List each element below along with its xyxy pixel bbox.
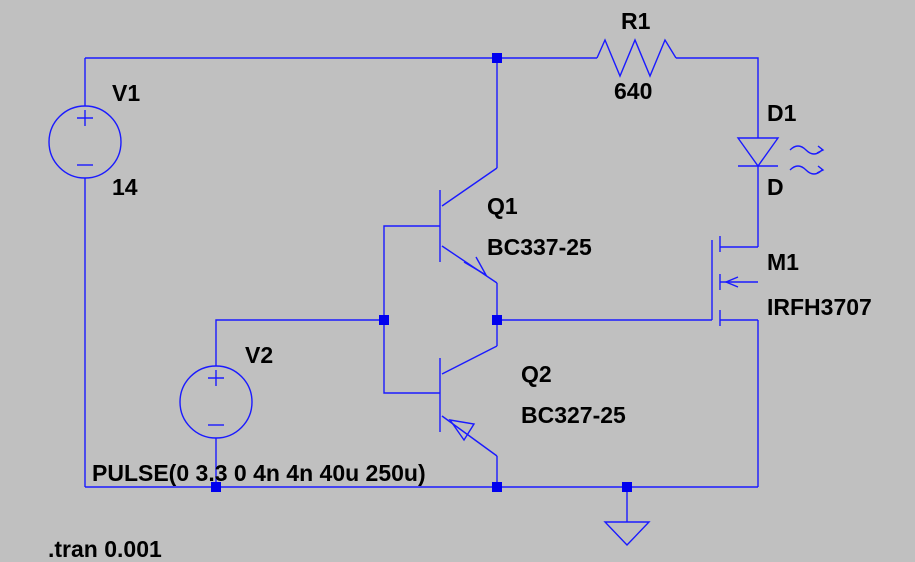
- junction-dot: [622, 482, 632, 492]
- q2-pnp-symbol[interactable]: [439, 345, 498, 457]
- dc-voltage-source-icon: [48, 105, 122, 179]
- ground-symbol[interactable]: [603, 521, 651, 547]
- q1-npn-symbol[interactable]: [439, 167, 498, 284]
- v2-source-symbol[interactable]: [179, 365, 253, 439]
- plus-sign-icon: [77, 110, 93, 126]
- m1-nmos-symbol[interactable]: [711, 236, 758, 326]
- r1-value-label[interactable]: 640: [614, 78, 653, 104]
- junction-dot: [492, 315, 502, 325]
- v1-ref-label[interactable]: V1: [112, 80, 141, 106]
- v2-ref-label[interactable]: V2: [245, 342, 274, 368]
- resistor-icon: [596, 38, 677, 78]
- dc-voltage-source-icon: [179, 365, 253, 439]
- ground-icon: [603, 521, 651, 547]
- q2-value-label[interactable]: BC327-25: [521, 402, 626, 428]
- v1-value-label[interactable]: 14: [112, 174, 138, 200]
- wire-r1-to-d1: [676, 57, 759, 138]
- q2-ref-label[interactable]: Q2: [521, 361, 552, 387]
- m1-value-label[interactable]: IRFH3707: [767, 294, 872, 320]
- d1-ref-label[interactable]: D1: [767, 100, 797, 126]
- wires: [84, 57, 759, 522]
- q1-value-label[interactable]: BC337-25: [487, 234, 592, 260]
- nmos-transistor-icon: [711, 236, 758, 326]
- pnp-transistor-icon: [439, 345, 498, 457]
- plus-sign-icon: [208, 370, 224, 386]
- v1-source-symbol[interactable]: [48, 105, 122, 179]
- wire-base-tie: [383, 225, 440, 394]
- v2-value-label[interactable]: PULSE(0 3.3 0 4n 4n 40u 250u): [92, 460, 426, 486]
- spice-directive[interactable]: .tran 0.001: [48, 536, 162, 562]
- led-icon: [736, 137, 825, 175]
- junction-dot: [379, 315, 389, 325]
- junction-dot: [492, 482, 502, 492]
- junction-dot: [211, 482, 221, 492]
- r1-ref-label[interactable]: R1: [621, 8, 651, 34]
- npn-transistor-icon: [439, 167, 498, 284]
- junction-dot: [492, 53, 502, 63]
- d1-led-symbol[interactable]: [736, 137, 825, 175]
- m1-ref-label[interactable]: M1: [767, 249, 799, 275]
- junctions: [211, 53, 632, 492]
- wire-v2-input: [215, 319, 384, 366]
- d1-value-label[interactable]: D: [767, 174, 784, 200]
- q1-ref-label[interactable]: Q1: [487, 193, 518, 219]
- r1-resistor-symbol[interactable]: [596, 38, 677, 78]
